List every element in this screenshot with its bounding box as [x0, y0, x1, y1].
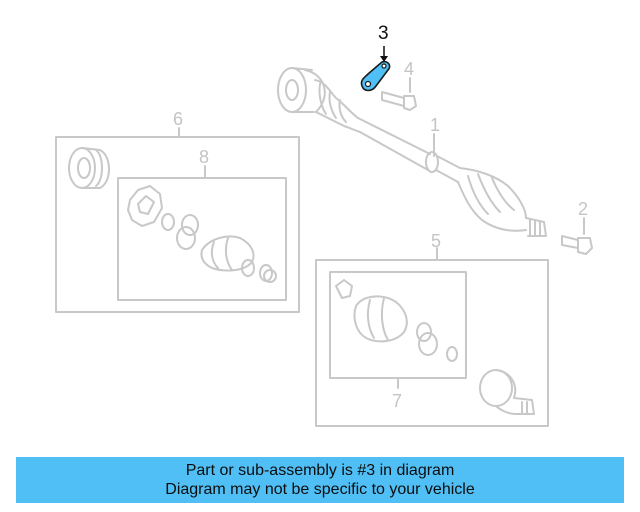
- boot-kit-parts-8[interactable]: [127, 185, 277, 283]
- group-box-8: [117, 177, 287, 301]
- group-box-6: [55, 136, 300, 313]
- callout-3[interactable]: 3: [378, 23, 389, 44]
- bolt-part-2[interactable]: [561, 235, 593, 255]
- group-box-5: [315, 259, 549, 427]
- cv-joint[interactable]: [479, 369, 535, 415]
- info-banner: Part or sub-assembly is #3 in diagram Di…: [16, 457, 624, 503]
- callout-4: 4: [404, 59, 415, 79]
- flange-hub[interactable]: [68, 147, 110, 189]
- axle-shaft-assembly[interactable]: [277, 67, 547, 237]
- callout-6: 6: [173, 109, 184, 129]
- banner-line-2: Diagram may not be specific to your vehi…: [165, 481, 475, 498]
- callout-2: 2: [578, 199, 589, 219]
- highlighted-part-3[interactable]: [360, 46, 391, 92]
- callout-1: 1: [430, 115, 441, 135]
- callout-5: 5: [431, 231, 442, 251]
- boot-kit-parts-7[interactable]: [335, 279, 458, 362]
- banner-line-1: Part or sub-assembly is #3 in diagram: [185, 462, 455, 479]
- bolt-part-4[interactable]: [381, 91, 417, 111]
- callout-8: 8: [199, 147, 210, 167]
- callout-7: 7: [392, 391, 403, 411]
- group-box-7: [329, 271, 467, 379]
